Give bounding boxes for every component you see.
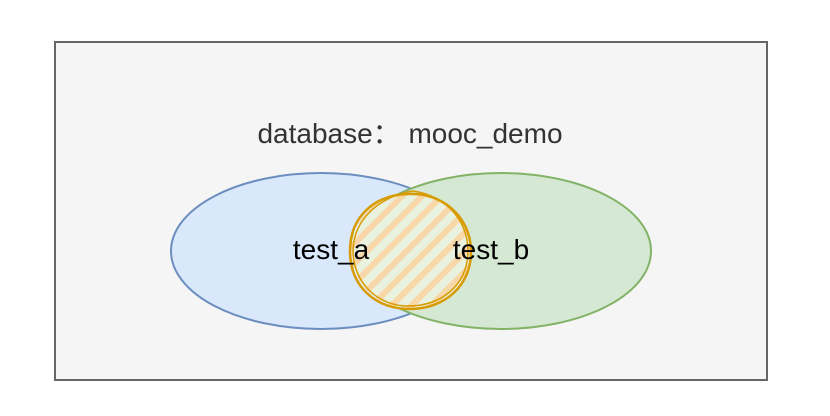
set-label-test-b: test_b [453, 234, 529, 265]
set-label-test-a: test_a [293, 234, 370, 265]
database-title: database： mooc_demo [257, 118, 562, 149]
intersection-region [348, 190, 473, 311]
